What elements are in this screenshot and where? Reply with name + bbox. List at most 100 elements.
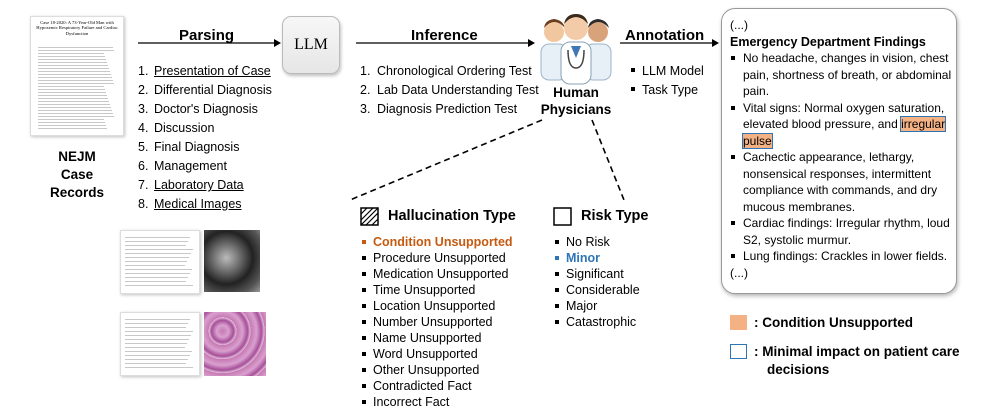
parsing-title: Parsing: [179, 27, 235, 44]
table-text-line: [125, 351, 192, 352]
parsing-item-number: 1.: [138, 64, 149, 78]
legend-blue-swatch: [730, 344, 747, 359]
parsing-item-number: 4.: [138, 121, 149, 135]
physicians-label: Human Physicians: [540, 85, 612, 117]
document-text-line: [38, 65, 108, 66]
table-text-line: [125, 331, 193, 332]
inference-item-label: Diagnosis Prediction Test: [377, 102, 518, 116]
table-text-line: [125, 269, 192, 270]
document-text-line: [38, 125, 106, 126]
parsing-item-label: Differential Diagnosis: [154, 83, 272, 97]
risk-type-item: Minor: [555, 250, 640, 266]
document-text-line: [38, 110, 112, 111]
document-text-line: [38, 98, 108, 99]
inference-title: Inference: [411, 27, 478, 44]
findings-box: (...) Emergency Department Findings No h…: [721, 8, 957, 294]
table-text-line: [125, 327, 186, 328]
table-text-line: [125, 277, 188, 278]
hallucination-type-item: Word Unsupported: [362, 346, 513, 362]
parsing-item: 2. Differential Diagnosis: [138, 81, 272, 100]
table-text-line: [125, 253, 191, 254]
table-text-line: [125, 273, 190, 274]
inference-item-label: Chronological Ordering Test: [377, 64, 532, 78]
annotation-item: Task Type: [631, 81, 704, 100]
table-text-line: [125, 347, 185, 348]
parsing-item-label: Final Diagnosis: [154, 140, 240, 154]
document-text-line: [38, 80, 113, 81]
empty-square-icon: [553, 207, 572, 226]
hallucination-title: Hallucination Type: [388, 208, 516, 224]
physicians-icon: [540, 14, 612, 85]
document-text-line: [38, 59, 106, 60]
parsing-item: 5.Final Diagnosis: [138, 138, 272, 157]
hallucination-type-item: Time Unsupported: [362, 282, 513, 298]
parsing-item-number: 2.: [138, 83, 149, 97]
risk-title: Risk Type: [581, 208, 649, 224]
risk-type-item: Catastrophic: [555, 314, 640, 330]
table-text-line: [125, 319, 190, 320]
finding-item: Vital signs: Normal oxygen saturation, e…: [730, 100, 952, 150]
hallucination-type-item: Incorrect Fact: [362, 394, 513, 410]
hallucination-type-item: Contradicted Fact: [362, 378, 513, 394]
parsing-item-label: Management: [154, 159, 227, 173]
document-text-line: [38, 56, 105, 57]
document-text-line: [38, 107, 111, 108]
document-text-line: [38, 101, 109, 102]
nejm-document-thumbnail: Case 18-2020: A 73-Year-Old Man with Hyp…: [30, 16, 124, 136]
document-text-line: [38, 104, 110, 105]
parsing-item: 7.Laboratory Data: [138, 176, 272, 195]
parsing-item-label: Discussion: [154, 121, 215, 135]
document-text-line: [38, 119, 104, 120]
ct-scan-image: [204, 230, 260, 292]
finding-item: No headache, changes in vision, chest pa…: [730, 50, 952, 100]
inference-item-label: Lab Data Understanding Test: [377, 83, 539, 97]
annotation-arrow: [620, 39, 719, 47]
parsing-item-label: Medical Images: [154, 197, 242, 211]
table-text-line: [125, 367, 193, 368]
findings-title: Emergency Department Findings: [730, 34, 926, 49]
annotation-title: Annotation: [625, 27, 705, 44]
document-text-line: [38, 50, 114, 51]
table-text-line: [125, 323, 188, 324]
risk-type-item: Considerable: [555, 282, 640, 298]
legend-orange-swatch: [730, 315, 747, 330]
document-text-line: [38, 71, 110, 72]
hallucination-type-item: Other Unsupported: [362, 362, 513, 378]
table-text-line: [125, 363, 186, 364]
document-text-line: [38, 62, 107, 63]
table-text-line: [125, 257, 189, 258]
finding-item: Lung findings: Crackles in lower fields.: [730, 248, 952, 265]
document-text-line: [38, 53, 104, 54]
inference-item: 2.Lab Data Understanding Test: [360, 81, 539, 100]
lab-table-thumbnail: [120, 312, 200, 376]
document-text-line: [38, 113, 113, 114]
inference-item: 1.Chronological Ordering Test: [360, 62, 539, 81]
findings-close-ellipsis: (...): [730, 265, 748, 280]
table-text-line: [125, 241, 188, 242]
document-text-line: [38, 116, 114, 117]
parsing-arrow: [138, 39, 281, 47]
parsing-item: 8. Medical Images: [138, 195, 272, 214]
hallucination-type-item: Name Unsupported: [362, 330, 513, 346]
parsing-item-number: 8.: [138, 197, 149, 211]
hallucination-type-item: Location Unsupported: [362, 298, 513, 314]
lab-table-thumbnail: [120, 230, 200, 294]
document-text-line: [38, 89, 105, 90]
histology-image: [204, 312, 266, 376]
nejm-label: NEJM Case Records: [49, 149, 105, 200]
risk-type-item: Significant: [555, 266, 640, 282]
table-text-line: [125, 245, 186, 246]
table-text-line: [125, 343, 187, 344]
parsing-item: 6. Management: [138, 157, 272, 176]
document-text-line: [38, 86, 104, 87]
legend-orange-label: : Condition Unsupported: [754, 315, 913, 330]
document-text-line: [38, 92, 106, 93]
finding-item: Cachectic appearance, lethargy, nonsensi…: [730, 149, 952, 215]
parsing-item-number: 6.: [138, 159, 149, 173]
document-text-line: [38, 95, 107, 96]
